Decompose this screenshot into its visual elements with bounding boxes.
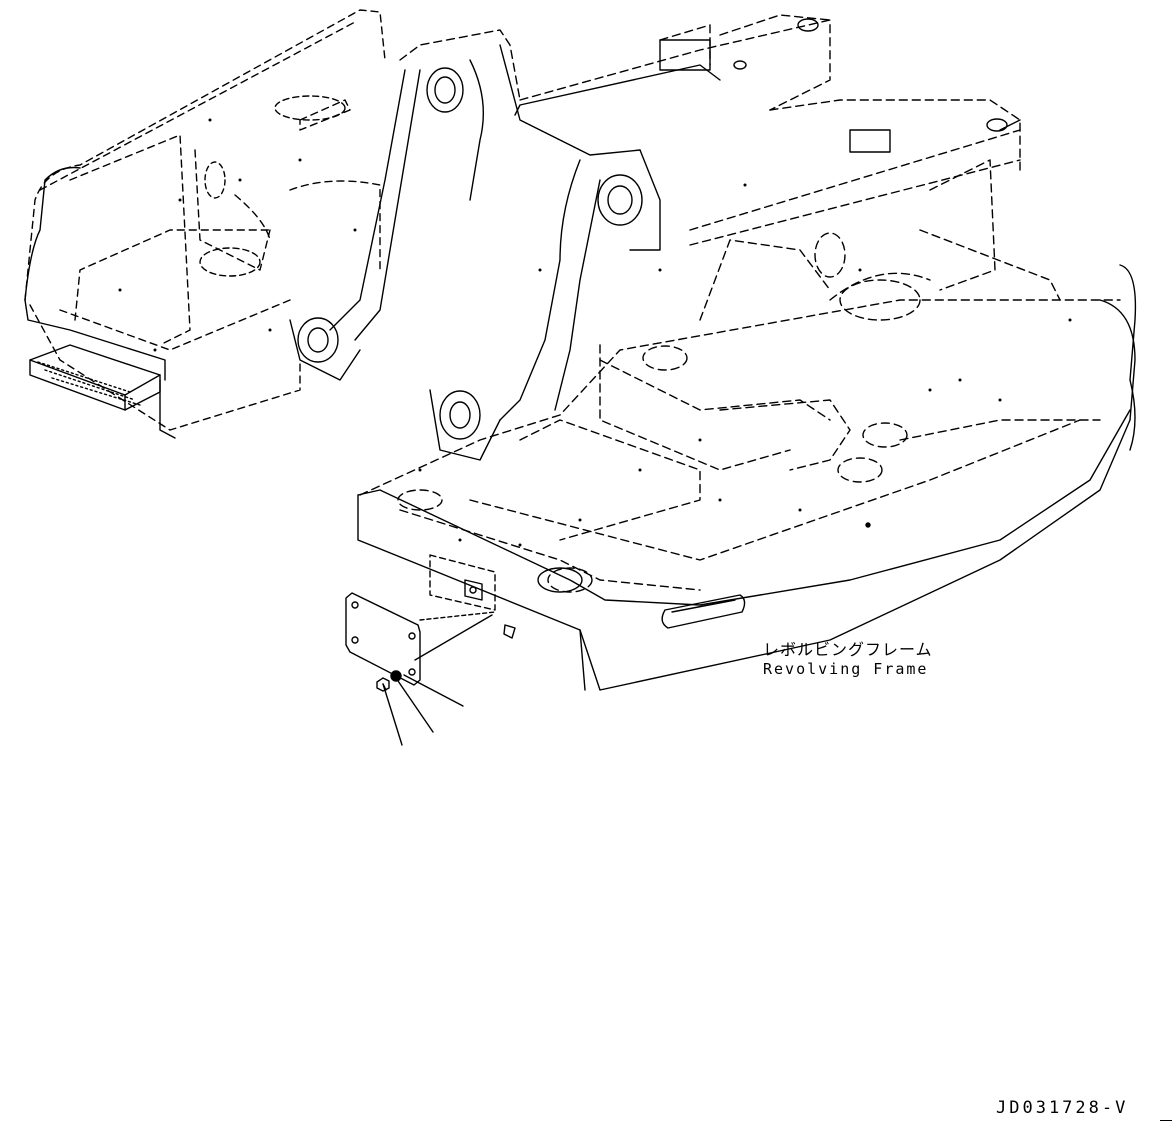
- counterweight: [357, 299, 1136, 691]
- rear-right-frame: [519, 14, 1061, 321]
- cover-plate: [345, 592, 421, 686]
- main-floor: [359, 299, 1121, 593]
- leader-lines: [382, 611, 496, 746]
- left-deck-solid: [24, 95, 346, 381]
- bolt-washer: [376, 670, 402, 692]
- boom-mount: [289, 29, 661, 461]
- step: [29, 344, 176, 439]
- component-label-en: Revolving Frame: [763, 660, 929, 678]
- component-label-jp: レボルビングフレーム: [763, 640, 933, 659]
- left-deck: [24, 9, 386, 431]
- drawing-code: JD031728-V: [996, 1098, 1129, 1118]
- bolt-dots: [118, 118, 1072, 547]
- rear-right-solid: [514, 18, 1137, 381]
- code-underline: [1160, 1120, 1172, 1121]
